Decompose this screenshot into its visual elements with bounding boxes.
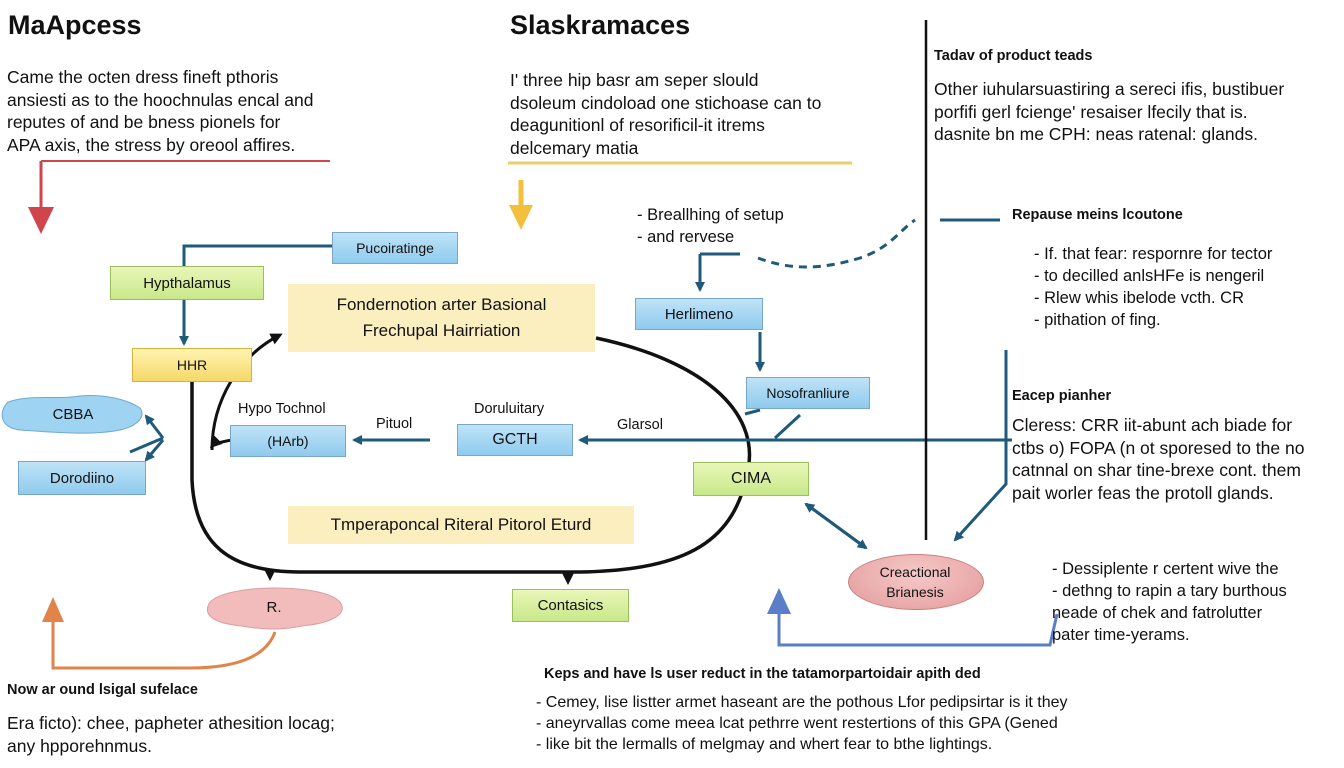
node-hhr[interactable]: HHR [132,348,252,382]
right-heading-3: Eacep pianher [1012,388,1112,404]
bottom-center-bullets: - Cemey, lise listter armet haseant are … [536,694,1068,753]
main-loop [186,333,752,585]
node-cbba-shape[interactable] [0,394,145,436]
node-creactional[interactable]: Creactional Brianesis [879,564,951,600]
node-fondernotion[interactable]: Fondernotion arter Basional Frechupal Ha… [288,284,595,352]
bottom-left-paragraph: Era ficto): chee, papheter athesition lo… [7,713,335,756]
orange-up-arrow [42,597,277,670]
label-doruluitary: Doruluitary [474,401,545,417]
yellow-down-arrow [508,161,852,230]
periwinkle-up-arrow [767,588,1059,647]
right-bullets-4: - Dessiplente r certent wive the - dethn… [1052,560,1287,644]
left-paragraph: Came the octen dress fineft pthoris ansi… [7,67,314,155]
center-paragraph: I' three hip basr am seper slould dsoleu… [510,70,822,158]
node-nosofranliure[interactable]: Nosofranliure [746,377,870,409]
node-pucoiratinge[interactable]: Pucoiratinge [332,232,458,264]
bottom-center-heading: Keps and have ls user reduct in the tata… [544,666,981,682]
node-tmperaponcal[interactable]: Tmperaponcal Riteral Pitorol Eturd [288,506,634,544]
node-cbba[interactable]: CBBA [52,405,94,423]
center-bullets: - Breallhing of setup - and rervese [637,206,784,246]
left-title: MaApcess [8,10,142,40]
label-pituol: Pituol [376,416,413,432]
node-herlimeno[interactable]: Herlimeno [635,298,763,330]
right-paragraph-1: Other iuhularsuastiring a sereci ifis, b… [934,79,1285,144]
right-heading-2: Repause meins lcoutone [1012,207,1183,223]
right-heading-1: Tadav of product teads [934,48,1093,64]
node-r-shape[interactable] [202,586,346,632]
node-hypo[interactable]: (HArb) [230,425,346,457]
node-contasics[interactable]: Contasics [512,589,629,622]
label-hypo-tochnol: Hypo Tochnol [238,401,326,417]
blue-connectors [129,218,1012,550]
node-creactional-shape[interactable] [848,554,984,610]
node-r[interactable]: R. [266,598,282,616]
node-cima[interactable]: CIMA [693,462,809,496]
right-paragraph-3: Cleress: CRR iit-abunt ach biade for ctb… [1012,415,1305,503]
bottom-left-heading: Now ar ound lsigal sufelace [7,682,198,698]
label-glarsol: Glarsol [617,417,663,433]
red-down-arrow [28,160,330,234]
node-dorodiino[interactable]: Dorodiino [18,461,146,495]
center-title: Slaskramaces [510,10,691,40]
right-bullets-2: - If. that fear: respornre for tector - … [1034,245,1273,329]
node-hypthalamus[interactable]: Hypthalamus [110,266,264,300]
node-gcth[interactable]: GCTH [457,424,573,456]
